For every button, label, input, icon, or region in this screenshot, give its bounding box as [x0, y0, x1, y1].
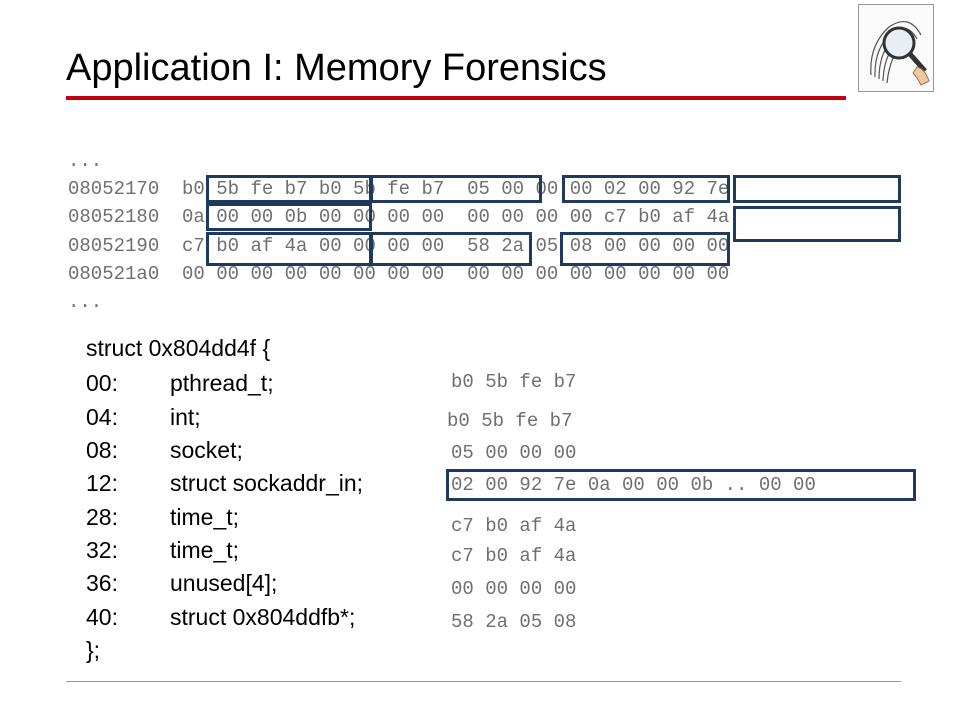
dump-row: 080521a0 00 00 00 00 00 00 00 00 00 00 0… — [68, 263, 729, 285]
dump-row-bytes: 00 00 00 00 00 00 00 00 00 00 00 00 00 0… — [182, 263, 730, 285]
highlight-box — [562, 175, 730, 203]
struct-field-type: time_t; — [170, 504, 240, 530]
struct-field-offset: 28: — [86, 504, 118, 530]
dump-row-address: 08052180 — [68, 206, 160, 228]
struct-field-offset: 32: — [86, 537, 118, 563]
highlight-box — [370, 175, 542, 203]
field-value: 05 00 00 00 — [451, 442, 577, 464]
dump-row-bytes: 0a 00 00 0b 00 00 00 00 00 00 00 00 c7 b… — [182, 206, 730, 228]
fingerprint-magnifier-icon — [858, 4, 934, 92]
footer-rule — [66, 681, 901, 682]
field-value: c7 b0 af 4a — [451, 515, 577, 537]
struct-field-offset: 40: — [86, 604, 118, 630]
highlight-box — [206, 232, 372, 266]
struct-field: 08: socket; — [86, 436, 243, 464]
struct-header: struct 0x804dd4f { — [86, 335, 271, 361]
struct-field-offset: 00: — [86, 370, 118, 396]
dump-ellipsis-bottom: ... — [68, 291, 103, 313]
highlight-box — [206, 203, 372, 231]
field-value: 58 2a 05 08 — [451, 611, 577, 633]
highlight-box — [370, 232, 532, 266]
field-value: 00 00 00 00 — [451, 578, 577, 600]
highlight-box — [733, 175, 901, 203]
struct-field: 04: int; — [86, 403, 201, 431]
highlight-box — [560, 232, 730, 266]
dump-row-bytes: c7 b0 af 4a 00 00 00 00 58 2a 05 08 00 0… — [182, 235, 730, 257]
field-value: 02 00 92 7e 0a 00 00 0b .. 00 00 — [451, 474, 816, 496]
struct-field-type: socket; — [170, 437, 243, 463]
struct-field: 36: unused[4]; — [86, 569, 277, 597]
struct-field-offset: 08: — [86, 437, 118, 463]
struct-field: 40: struct 0x804ddfb*; — [86, 603, 355, 631]
struct-field-type: struct 0x804ddfb*; — [170, 604, 356, 630]
struct-field-offset: 12: — [86, 470, 118, 496]
title-underline — [66, 96, 846, 100]
dump-row: 08052180 0a 00 00 0b 00 00 00 00 00 00 0… — [68, 206, 729, 228]
highlight-box — [206, 175, 372, 203]
struct-field-type: unused[4]; — [170, 570, 278, 596]
struct-footer: }; — [86, 637, 101, 663]
struct-field-type: pthread_t; — [170, 370, 274, 396]
dump-row: 08052190 c7 b0 af 4a 00 00 00 00 58 2a 0… — [68, 235, 729, 257]
highlight-box — [446, 469, 916, 501]
struct-field-offset: 36: — [86, 570, 118, 596]
struct-field-type: int; — [170, 404, 201, 430]
field-value: b0 5b fe b7 — [447, 410, 573, 432]
struct-field: 12: struct sockaddr_in; — [86, 469, 363, 497]
struct-field-offset: 04: — [86, 404, 118, 430]
struct-field-type: time_t; — [170, 537, 240, 563]
struct-field-type: struct sockaddr_in; — [170, 470, 364, 496]
page-title: Application I: Memory Forensics — [66, 47, 607, 89]
dump-row-address: 08052170 — [68, 178, 160, 200]
dump-row-address: 08052190 — [68, 235, 160, 257]
struct-field: 32: time_t; — [86, 536, 239, 564]
highlight-box — [733, 206, 901, 242]
dump-ellipsis-top: ... — [68, 150, 103, 172]
struct-field: 00: pthread_t; — [86, 369, 274, 397]
dump-row-address: 080521a0 — [68, 263, 160, 285]
field-value: c7 b0 af 4a — [451, 545, 577, 567]
struct-field: 28: time_t; — [86, 503, 239, 531]
field-value: b0 5b fe b7 — [451, 371, 577, 393]
